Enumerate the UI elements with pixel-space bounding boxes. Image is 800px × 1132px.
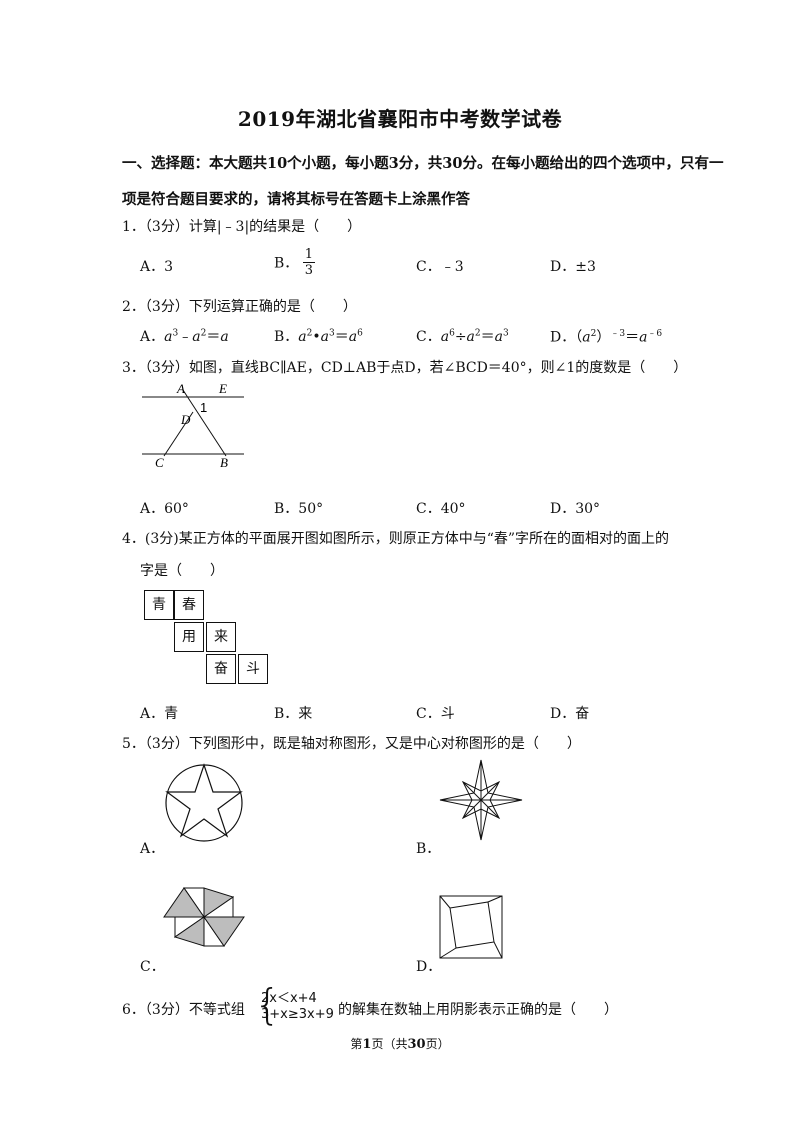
q3-option-a: A．60° xyxy=(140,501,189,517)
q6-stem-suffix: 的解集在数轴上用阴影表示正确的是（ ） xyxy=(338,1002,618,1018)
footer-total-pages: 30 xyxy=(407,1037,426,1052)
page-title: 2019年湖北省襄阳市中考数学试卷 xyxy=(237,107,563,131)
section-header-line2: 项是符合题目要求的，请将其标号在答题卡上涂黑作答 xyxy=(122,191,470,208)
q5-figure-d-nested-squares xyxy=(439,895,503,959)
footer-suffix: 页） xyxy=(425,1037,450,1051)
q6-inequality-system: { 2x＜x+4 3+x≥3x+9 xyxy=(254,980,334,1030)
q6-inequality-2: 3+x≥3x+9 xyxy=(261,1007,334,1022)
q4-option-c: C．斗 xyxy=(416,706,455,722)
line-ab xyxy=(182,389,227,457)
q2-option-b-prefix: B． xyxy=(274,329,299,345)
label-c: C xyxy=(155,455,164,470)
q5-figure-b-compass-star xyxy=(439,759,523,841)
label-angle-1: 1 xyxy=(200,400,207,415)
footer-prefix: 第 xyxy=(350,1037,363,1051)
q4-stem-line1: 4．(3分)某正方体的平面展开图如图所示，则原正方体中与“春”字所在的面相对的面… xyxy=(122,531,670,547)
label-b: B xyxy=(220,455,228,470)
q6-inequality-1: 2x＜x+4 xyxy=(261,991,317,1006)
q3-figure: A E 1 D C B xyxy=(142,381,244,470)
net-cell-qing: 青 xyxy=(144,590,174,620)
q6-stem-prefix: 6．（3分）不等式组 xyxy=(122,1002,245,1018)
q2-option-c: C．a6÷a2＝a3 xyxy=(416,328,509,345)
q2-option-d-prefix: D． xyxy=(550,329,576,346)
net-cell-lai: 来 xyxy=(206,622,236,652)
line-cd xyxy=(163,411,194,457)
q2-stem: 2．（3分）下列运算正确的是（ ） xyxy=(122,299,357,315)
page-footer: 第1页（共30页） xyxy=(0,1035,800,1052)
q5-option-d: D． xyxy=(416,959,442,975)
q1-option-b-denominator: 3 xyxy=(304,263,314,278)
q3-stem: 3．（3分）如图，直线BC∥AE，CD⊥AB于点D，若∠BCD＝40°，则∠1的… xyxy=(122,360,688,376)
q4-stem-line2: 字是（ ） xyxy=(140,563,224,579)
q1-option-a: A．3 xyxy=(140,259,174,275)
q6-left-brace: { xyxy=(254,980,281,1029)
q2-option-a-prefix: A． xyxy=(140,329,165,345)
q5-figure-c-pinwheel xyxy=(163,887,245,947)
label-a: A xyxy=(176,381,185,396)
q3-option-b: B．50° xyxy=(274,501,324,517)
q2-option-a: A．a3﹣a2＝a xyxy=(140,328,229,345)
net-cell-fen: 奋 xyxy=(206,654,236,684)
q4-option-d: D．奋 xyxy=(550,706,590,722)
q1-option-b-fraction: 1 3 xyxy=(302,247,316,278)
net-cell-yong: 用 xyxy=(174,622,204,652)
q5-option-b: B． xyxy=(416,841,441,857)
label-e: E xyxy=(218,381,227,396)
q5-figure-a-star-circle xyxy=(165,763,243,842)
q1-option-d: D．±3 xyxy=(550,259,596,275)
q5-option-a: A． xyxy=(140,841,165,857)
q5-stem: 5．（3分）下列图形中，既是轴对称图形，又是中心对称图形的是（ ） xyxy=(122,736,581,752)
q3-option-d: D．30° xyxy=(550,501,601,517)
q2-option-b: B．a2•a3＝a6 xyxy=(274,328,363,345)
q1-option-b: B． 1 3 xyxy=(274,247,316,278)
net-cell-dou: 斗 xyxy=(238,654,268,684)
q1-option-c: C．﹣3 xyxy=(416,259,464,275)
q1-stem: 1．（3分）计算|﹣3|的结果是（ ） xyxy=(122,219,362,235)
footer-middle: 页（共 xyxy=(371,1037,408,1051)
q2-option-c-prefix: C． xyxy=(416,329,441,345)
q4-option-a: A．青 xyxy=(140,706,179,722)
q5-option-c: C． xyxy=(140,959,165,975)
q1-option-b-numerator: 1 xyxy=(302,247,316,263)
section-header-line1: 一、选择题：本大题共10个小题，每小题3分，共30分。在每小题给出的四个选项中，… xyxy=(122,155,724,172)
net-cell-chun: 春 xyxy=(174,590,204,620)
q4-option-b: B．来 xyxy=(274,706,313,722)
label-d: D xyxy=(180,412,191,427)
footer-page-number: 1 xyxy=(362,1037,372,1052)
q2-option-d: D．（a2）﹣3＝a﹣6 xyxy=(550,329,663,346)
q1-option-b-prefix: B． xyxy=(274,255,299,272)
q3-option-c: C．40° xyxy=(416,501,466,517)
